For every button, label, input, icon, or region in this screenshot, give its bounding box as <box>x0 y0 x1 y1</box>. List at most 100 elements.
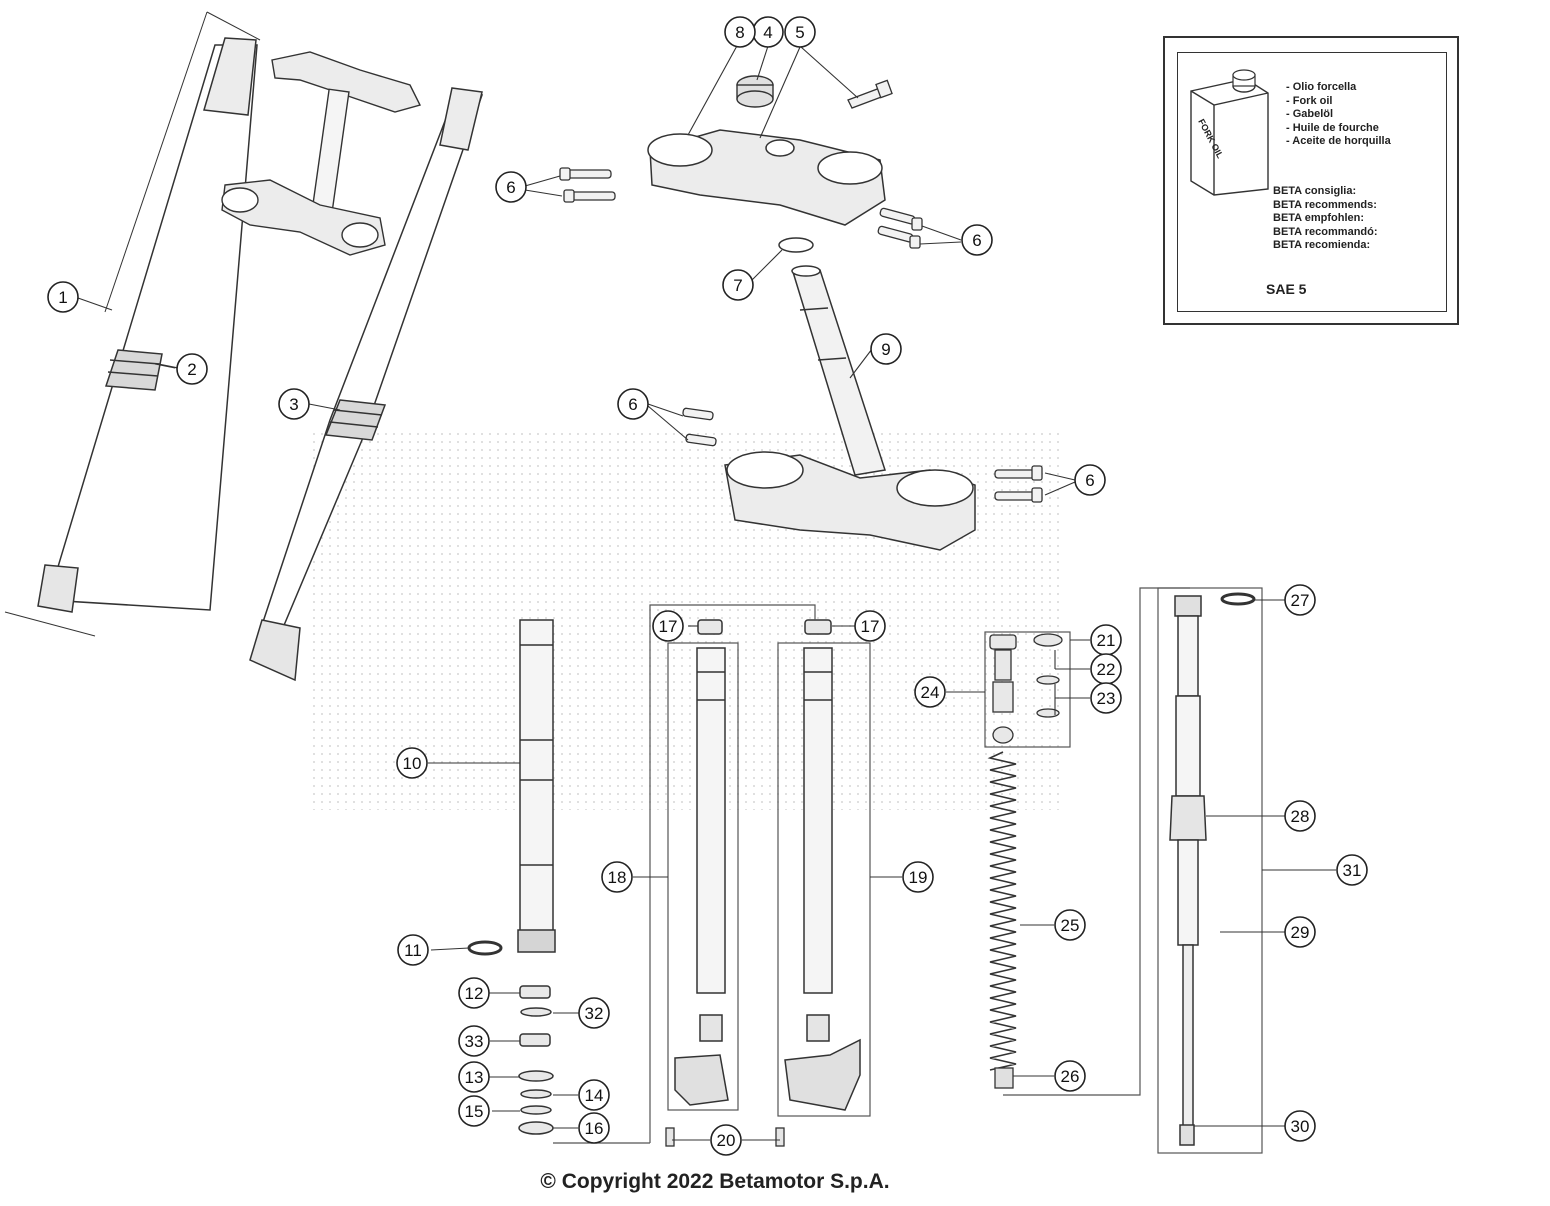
steering-stem <box>791 265 886 476</box>
oil-line-fr: - Huile de fourche <box>1286 121 1379 134</box>
recommend-line-es: BETA recomienda: <box>1273 239 1371 251</box>
recommend-line-fr: BETA recommandó: <box>1273 225 1378 238</box>
callout-circle <box>458 1061 490 1093</box>
callout-circle <box>458 1095 490 1127</box>
oil-line-de: - Gabelöl <box>1286 108 1334 120</box>
callout-number: 7 <box>733 276 742 295</box>
callout-circle <box>1284 584 1316 616</box>
clamp-bolts-top-left <box>559 167 616 203</box>
callout-circle <box>396 747 428 779</box>
callout-number: 17 <box>659 617 678 636</box>
callout-circle <box>578 997 610 1029</box>
callout-c9: 9 <box>870 333 902 365</box>
callout-number: 15 <box>465 1102 484 1121</box>
callout-c3: 3 <box>278 388 310 420</box>
outer-tube <box>517 619 556 953</box>
copyright-notice: © Copyright 2022 Betamotor S.p.A. <box>540 1170 890 1193</box>
inner-tube-right <box>784 619 861 1111</box>
callout-circle <box>870 333 902 365</box>
recommend-line-it: BETA consiglia: <box>1273 185 1357 197</box>
callout-c24: 24 <box>914 676 946 708</box>
callout-circle <box>902 861 934 893</box>
callout-circle <box>578 1079 610 1111</box>
recommend-list: BETA consiglia: BETA recommends: BETA em… <box>1273 185 1378 253</box>
callout-c30: 30 <box>1284 1110 1316 1142</box>
callout-c28: 28 <box>1284 800 1316 832</box>
callout-c31: 31 <box>1336 854 1368 886</box>
callout-circle <box>601 861 633 893</box>
callout-number: 32 <box>585 1004 604 1023</box>
inner-tube-left <box>674 619 729 1106</box>
callout-circle <box>1054 909 1086 941</box>
callout-number: 2 <box>187 360 196 379</box>
callout-circle <box>47 281 79 313</box>
callout-c10: 10 <box>396 747 428 779</box>
callout-number: 9 <box>881 340 890 359</box>
callout-circle <box>1284 916 1316 948</box>
callout-number: 26 <box>1061 1067 1080 1086</box>
fork-leg-right <box>249 87 484 682</box>
callout-c21: 21 <box>1090 624 1122 656</box>
callout-number: 29 <box>1291 923 1310 942</box>
recommend-line-en: BETA recommends: <box>1273 198 1377 211</box>
o-ring <box>778 237 814 253</box>
callout-c22: 22 <box>1090 653 1122 685</box>
callout-circle <box>458 977 490 1009</box>
callout-c18: 18 <box>601 861 633 893</box>
callout-c2: 2 <box>176 353 208 385</box>
callout-number: 12 <box>465 984 484 1003</box>
callout-circle <box>1074 464 1106 496</box>
callout-circle <box>495 171 527 203</box>
triple-clamp-assembly-small <box>221 51 422 256</box>
callout-number: 3 <box>289 395 298 414</box>
oil-line-es: - Aceite de horquilla <box>1286 135 1391 147</box>
callout-number: 23 <box>1097 689 1116 708</box>
callout-c6a: 6 <box>495 171 527 203</box>
callout-c1: 1 <box>47 281 79 313</box>
callout-c17a: 17 <box>652 610 684 642</box>
callout-c20: 20 <box>710 1124 742 1156</box>
callout-c15: 15 <box>458 1095 490 1127</box>
callout-c27: 27 <box>1284 584 1316 616</box>
valve-assembly <box>989 633 1063 744</box>
callout-number: 6 <box>628 395 637 414</box>
oil-line-en: - Fork oil <box>1286 94 1333 107</box>
callout-number: 19 <box>909 868 928 887</box>
callout-number: 8 <box>735 23 744 42</box>
callout-number: 24 <box>921 683 940 702</box>
callout-number: 20 <box>717 1131 736 1150</box>
callout-number: 11 <box>404 941 422 960</box>
callout-circle <box>1054 1060 1086 1092</box>
callout-number: 6 <box>506 178 515 197</box>
callout-c8: 8 <box>724 16 756 48</box>
callout-number: 33 <box>465 1032 484 1051</box>
bleed-screws <box>665 1127 785 1147</box>
callout-circle <box>710 1124 742 1156</box>
callout-number: 17 <box>861 617 880 636</box>
callout-circle <box>854 610 886 642</box>
callout-number: 28 <box>1291 807 1310 826</box>
callout-number: 31 <box>1343 861 1362 880</box>
oil-line-it: - Olio forcella <box>1286 81 1357 93</box>
oil-can-icon: FORK OIL <box>1190 69 1269 196</box>
fork-guard-ring <box>157 363 179 369</box>
top-triple-clamp <box>647 129 886 226</box>
callout-number: 6 <box>1085 471 1094 490</box>
callout-c17b: 17 <box>854 610 886 642</box>
callout-c32: 32 <box>578 997 610 1029</box>
callout-circle <box>1090 682 1122 714</box>
clamp-bolts-bottom-right <box>994 465 1043 503</box>
callout-c33: 33 <box>458 1025 490 1057</box>
callout-number: 27 <box>1291 591 1310 610</box>
callout-number: 6 <box>972 231 981 250</box>
callout-c16: 16 <box>578 1112 610 1144</box>
callout-c12: 12 <box>458 977 490 1009</box>
callout-circle <box>278 388 310 420</box>
steering-nut-cap <box>736 75 774 108</box>
callout-c6d: 6 <box>1074 464 1106 496</box>
callout-circle <box>578 1112 610 1144</box>
callout-number: 21 <box>1097 631 1116 650</box>
callout-circle <box>458 1025 490 1057</box>
